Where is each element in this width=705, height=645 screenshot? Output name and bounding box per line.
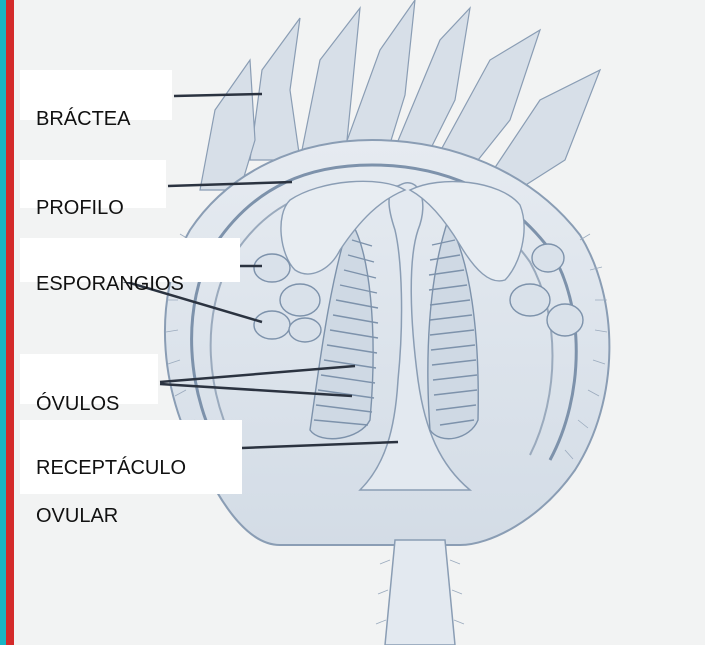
label-ovulos-text: ÓVULOS	[36, 393, 119, 415]
stalk	[385, 540, 455, 645]
label-bractea: BRÁCTEA	[20, 70, 172, 120]
label-bractea-text: BRÁCTEA	[36, 108, 130, 130]
label-receptaculo-line1: RECEPTÁCULO	[36, 456, 242, 480]
label-esporangios-text: ESPORANGIOS	[36, 273, 184, 295]
label-receptaculo-line2: OVULAR	[36, 504, 242, 528]
label-profilo: PROFILO	[20, 160, 166, 208]
label-receptaculo: RECEPTÁCULO OVULAR	[20, 420, 242, 494]
label-ovulos: ÓVULOS	[20, 354, 158, 404]
label-esporangios: ESPORANGIOS	[20, 238, 240, 282]
label-profilo-text: PROFILO	[36, 197, 124, 219]
